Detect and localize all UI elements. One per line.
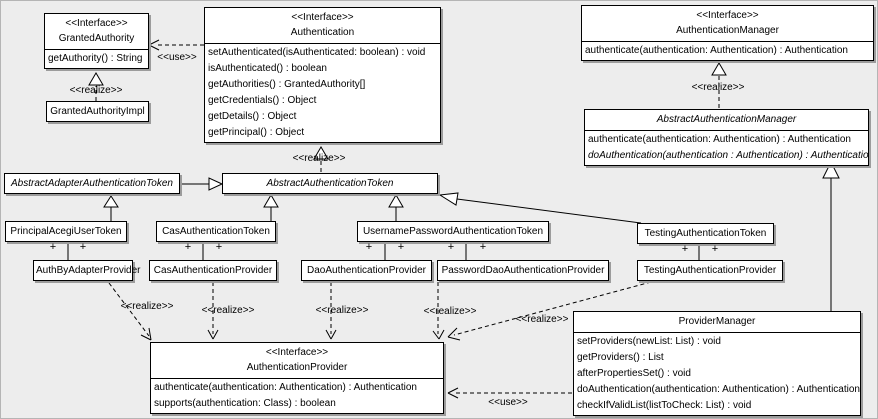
realize-label: <<realize>>: [691, 82, 745, 93]
use-label: <<use>>: [488, 397, 528, 408]
method-label: getDetails() : Object: [208, 111, 297, 122]
class-name: AbstractAdapterAuthenticationToken: [11, 178, 173, 189]
association-plus-marker: +: [79, 241, 87, 253]
association-plus-marker: +: [711, 243, 719, 255]
method-label: checkIfValidList(listToCheck: List) : vo…: [577, 400, 752, 411]
class-name: CasAuthenticationProvider: [153, 265, 273, 276]
class-auth-by-adapter-provider[interactable]: AuthByAdapterProvider: [33, 260, 141, 281]
use-arrowhead-2: [447, 387, 459, 399]
realize-arrowhead-3: [325, 329, 337, 340]
method-label: supports(authentication: Class) : boolea…: [154, 398, 336, 409]
method-label: getCredentials() : Object: [208, 95, 317, 106]
method-label: doAuthentication(authentication : Authen…: [588, 150, 868, 161]
stereotype-label: <<Interface>>: [65, 18, 128, 29]
class-name: AuthenticationProvider: [246, 362, 348, 373]
realize-arrowhead-1: [140, 327, 152, 341]
generalization-triangle-testing: [438, 192, 459, 206]
class-authentication-manager[interactable]: <<Interface>> AuthenticationManager auth…: [581, 5, 874, 61]
class-principal-acegi-user-token[interactable]: PrincipalAcegiUserToken: [5, 221, 127, 242]
class-name: AbstractAuthenticationManager: [656, 114, 797, 125]
realize-triangle-grantedauthority: [88, 72, 104, 86]
realize-arrowhead-5: [447, 327, 461, 341]
class-abstract-adapter-authentication-token[interactable]: AbstractAdapterAuthenticationToken: [4, 173, 180, 194]
method-label: isAuthenticated() : boolean: [208, 63, 327, 74]
realize-label: <<realize>>: [315, 305, 369, 316]
generalization-triangle-providermanager: [822, 160, 840, 179]
realize-label: <<realize>>: [69, 85, 123, 96]
realize-label: <<realize>>: [292, 153, 346, 164]
association-plus-marker: +: [49, 241, 57, 253]
class-name: UsernamePasswordAuthenticationToken: [362, 226, 544, 237]
class-name: AuthByAdapterProvider: [36, 265, 141, 276]
realize-label: <<realize>>: [423, 306, 477, 317]
class-name: PrincipalAcegiUserToken: [10, 226, 122, 237]
class-provider-manager[interactable]: ProviderManager setProviders(newList: Li…: [573, 311, 861, 416]
association-plus-marker: +: [365, 241, 373, 253]
realize-triangle-authentication: [313, 146, 329, 160]
association-plus-marker: +: [397, 241, 405, 253]
class-abstract-authentication-manager[interactable]: AbstractAuthenticationManager authentica…: [584, 109, 869, 166]
class-cas-authentication-token[interactable]: CasAuthenticationToken: [156, 221, 276, 242]
class-password-dao-authentication-provider[interactable]: PasswordDaoAuthenticationProvider: [437, 260, 609, 281]
class-name: AbstractAuthenticationToken: [266, 178, 394, 189]
method-label: authenticate(authentication: Authenticat…: [154, 382, 417, 393]
realize-arrowhead-2: [207, 329, 219, 340]
method-label: setAuthenticated(isAuthenticated: boolea…: [208, 47, 426, 58]
class-testing-authentication-provider[interactable]: TestingAuthenticationProvider: [637, 260, 783, 281]
generalization-triangle-adapter: [103, 195, 119, 208]
generalization-triangle-usernamepassword: [388, 194, 404, 208]
generalization-triangle-cas: [263, 194, 279, 208]
class-name: GrantedAuthorityImpl: [50, 106, 145, 117]
realize-edge-testingauthenticationprovider: [453, 281, 652, 336]
generalization-triangle-token-left: [208, 177, 224, 191]
method-label: setProviders(newList: List) : void: [577, 336, 721, 347]
method-label: authenticate(authentication: Authenticat…: [585, 45, 848, 56]
realize-label: <<realize>>: [515, 314, 569, 325]
association-plus-marker: +: [184, 241, 192, 253]
realize-label: <<realize>>: [120, 301, 174, 312]
stereotype-label: <<Interface>>: [696, 10, 759, 21]
method-label: getAuthorities() : GrantedAuthority[]: [208, 79, 366, 90]
class-dao-authentication-provider[interactable]: DaoAuthenticationProvider: [301, 260, 432, 281]
class-granted-authority[interactable]: <<Interface>> GrantedAuthority getAuthor…: [44, 13, 149, 69]
method-label: afterPropertiesSet() : void: [577, 368, 691, 379]
use-arrowhead: [148, 39, 160, 51]
method-label: authenticate(authentication: Authenticat…: [588, 134, 851, 145]
class-authentication[interactable]: <<Interface>> Authentication setAuthenti…: [204, 7, 441, 143]
stereotype-label: <<Interface>>: [291, 12, 354, 23]
association-plus-marker: +: [681, 243, 689, 255]
realize-arrowhead-4: [432, 329, 445, 340]
association-plus-marker: +: [479, 241, 487, 253]
method-label: getPrincipal() : Object: [208, 127, 305, 138]
class-username-password-authentication-token[interactable]: UsernamePasswordAuthenticationToken: [357, 221, 549, 242]
class-name: Authentication: [290, 27, 355, 38]
class-cas-authentication-provider[interactable]: CasAuthenticationProvider: [149, 260, 277, 281]
class-authentication-provider[interactable]: <<Interface>> AuthenticationProvider aut…: [150, 342, 444, 414]
class-name: TestingAuthenticationToken: [644, 228, 767, 239]
class-name: PasswordDaoAuthenticationProvider: [441, 265, 605, 276]
class-name: ProviderManager: [678, 316, 756, 327]
class-name: AuthenticationManager: [676, 25, 779, 36]
class-abstract-authentication-token[interactable]: AbstractAuthenticationToken: [222, 173, 438, 194]
stereotype-label: <<Interface>>: [265, 347, 329, 358]
realize-triangle-authenticationmanager: [711, 62, 727, 76]
class-name: CasAuthenticationToken: [162, 226, 270, 237]
class-name: DaoAuthenticationProvider: [307, 265, 426, 276]
class-name: TestingAuthenticationProvider: [643, 265, 777, 276]
association-plus-marker: +: [215, 241, 223, 253]
class-testing-authentication-token[interactable]: TestingAuthenticationToken: [637, 223, 774, 244]
method-label: getAuthority() : String: [48, 53, 143, 64]
generalization-edge-testing-token: [456, 198, 642, 224]
use-label: <<use>>: [157, 52, 197, 63]
class-name: GrantedAuthority: [58, 33, 135, 44]
class-granted-authority-impl[interactable]: GrantedAuthorityImpl: [46, 101, 149, 122]
realize-label: <<realize>>: [201, 305, 255, 316]
method-label: getProviders() : List: [577, 352, 664, 363]
association-plus-marker: +: [447, 241, 455, 253]
method-label: doAuthentication(authentication: Authent…: [577, 384, 860, 395]
